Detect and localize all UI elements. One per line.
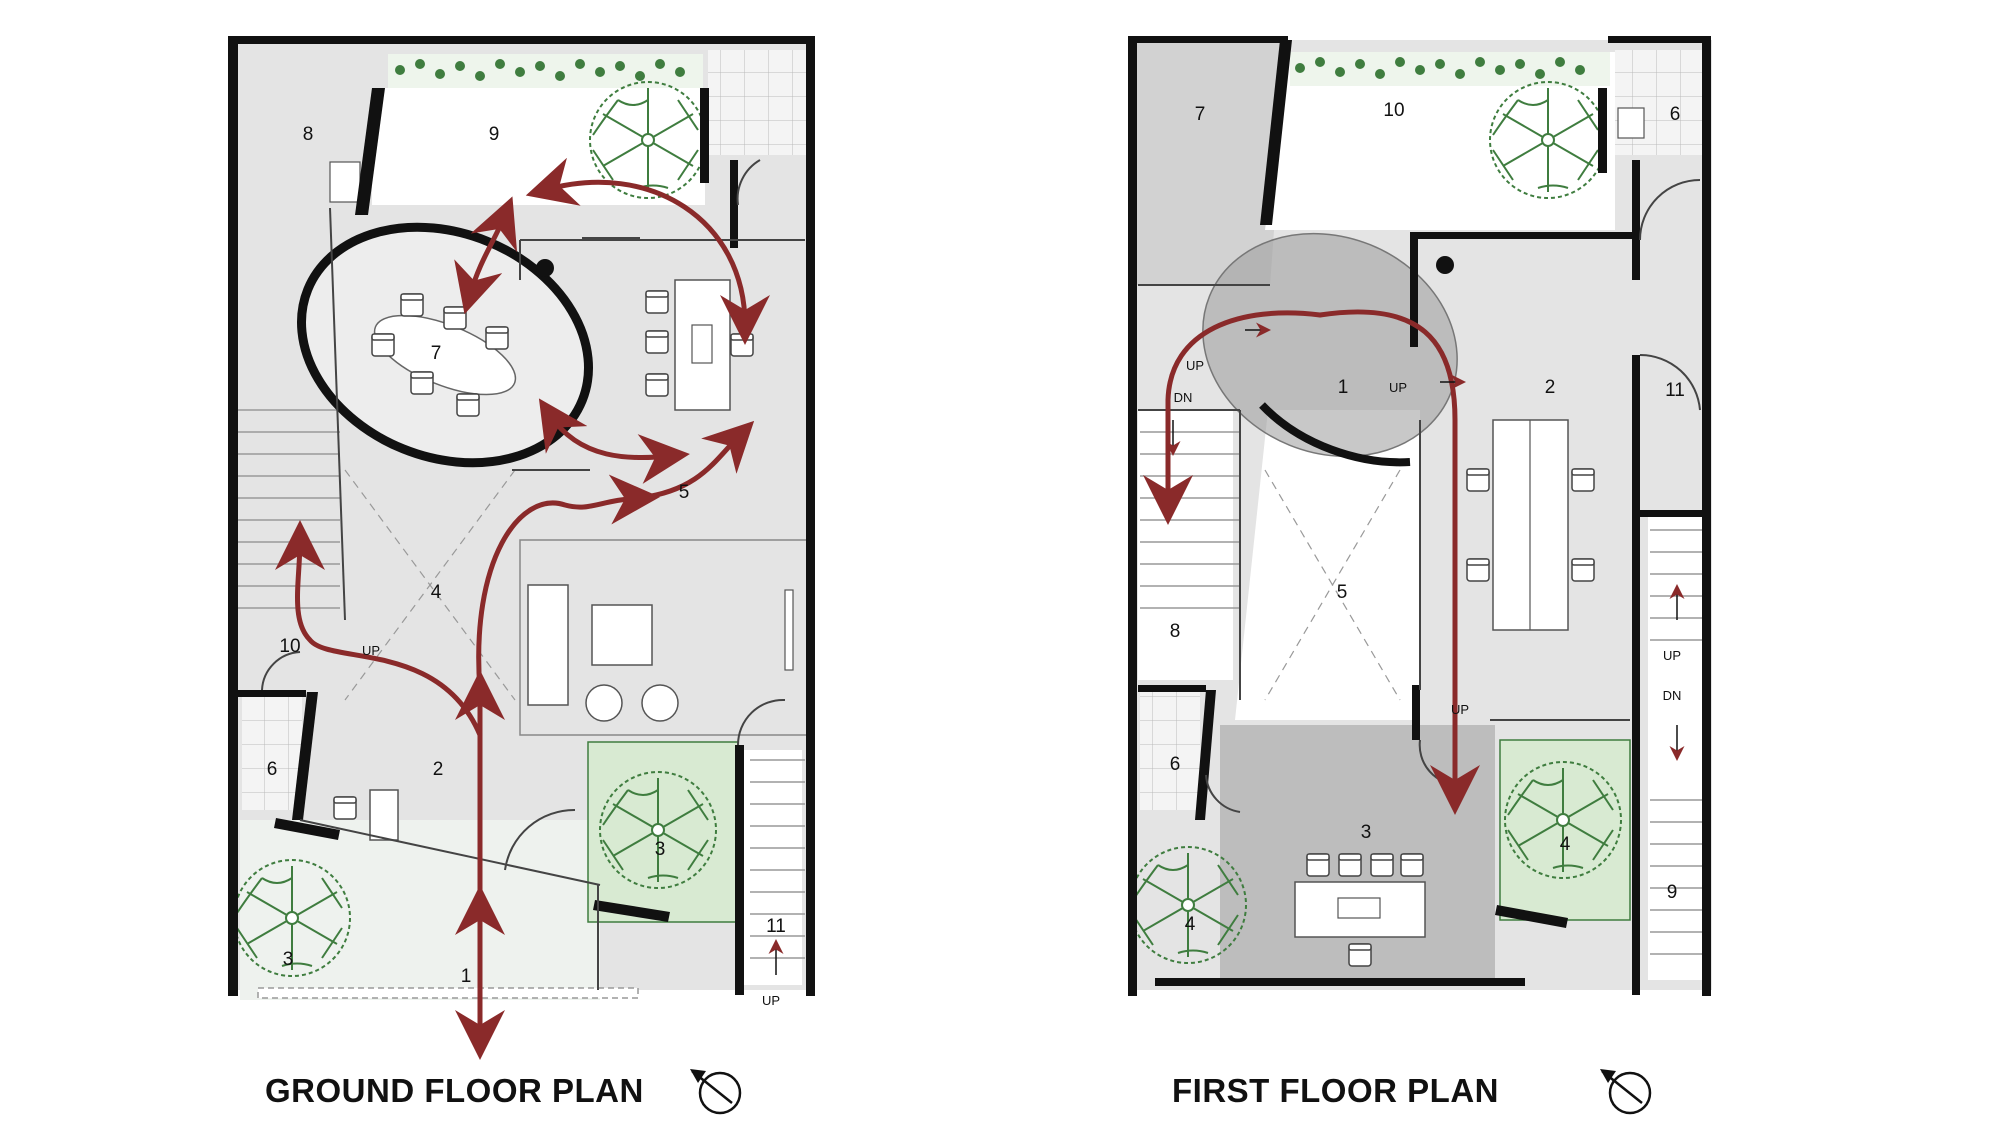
ff-room-8: 8: [1170, 621, 1181, 642]
ff-up-right: UP: [1663, 648, 1681, 663]
first-floor-title: FIRST FLOOR PLAN: [1172, 1072, 1499, 1109]
gf-room-6: 6: [267, 759, 278, 780]
ff-room-6a: 6: [1670, 104, 1681, 125]
ff-room-9: 9: [1667, 882, 1678, 903]
gf-room-3a: 3: [655, 839, 666, 860]
ff-room-1: 1: [1338, 377, 1349, 398]
ff-room-10: 10: [1383, 100, 1404, 121]
gf-room-3b: 3: [283, 949, 294, 970]
gf-room-8: 8: [303, 124, 314, 145]
ff-up-lower: UP: [1451, 702, 1469, 717]
ff-room-4a: 4: [1560, 834, 1571, 855]
ground-floor-plan: 1 2 3 3 4 5 6 7 8 9 10 11 UP UP: [228, 36, 815, 1060]
north-arrow-icon: [1600, 1069, 1652, 1115]
ff-dn-left: DN: [1174, 390, 1193, 405]
ff-dn-right: DN: [1663, 688, 1682, 703]
gf-room-5: 5: [679, 482, 690, 503]
gf-up-stair-marker: UP: [762, 993, 780, 1008]
ff-room-4b: 4: [1185, 914, 1196, 935]
ff-up-left: UP: [1186, 358, 1204, 373]
ff-up-mid: UP: [1389, 380, 1407, 395]
gf-room-4: 4: [431, 582, 442, 603]
gf-room-7: 7: [431, 343, 442, 364]
gf-room-10: 10: [279, 636, 300, 657]
ff-room-2: 2: [1545, 377, 1556, 398]
ff-room-3: 3: [1361, 822, 1372, 843]
ff-room-6b: 6: [1170, 754, 1181, 775]
gf-room-2: 2: [433, 759, 444, 780]
gf-room-11: 11: [766, 916, 786, 937]
ff-room-5: 5: [1337, 582, 1348, 603]
gf-up-marker: UP: [362, 643, 380, 658]
gf-room-9: 9: [489, 124, 500, 145]
ff-room-11: 11: [1665, 380, 1685, 401]
gf-room-1: 1: [461, 966, 472, 987]
north-arrow-icon: [690, 1069, 742, 1115]
first-floor-plan: 1 2 3 4 4 5 6 6 7 8 9 10 11 UP DN UP UP …: [1128, 36, 1712, 996]
ground-floor-title: GROUND FLOOR PLAN: [265, 1072, 644, 1109]
ff-room-7: 7: [1195, 104, 1206, 125]
